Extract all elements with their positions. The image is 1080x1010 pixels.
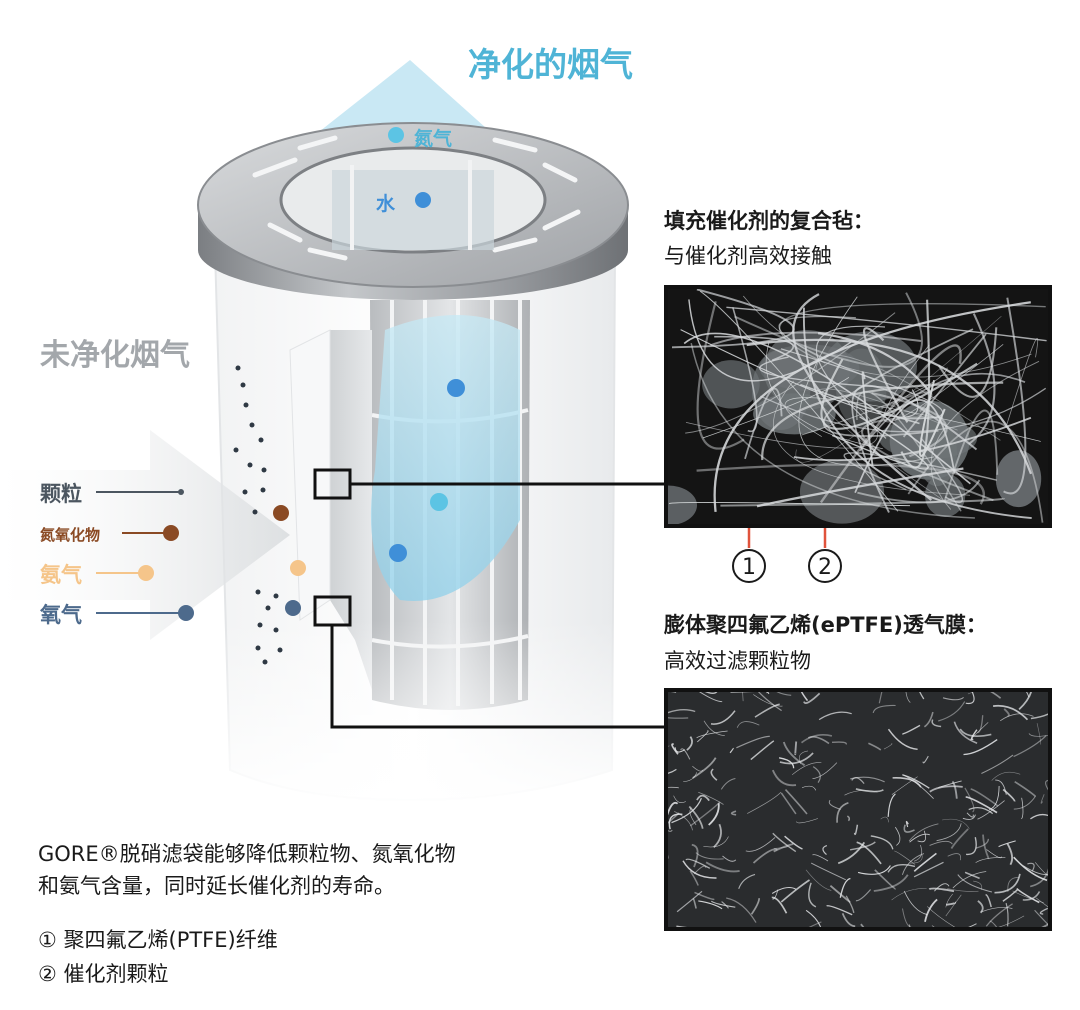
nitrogen-drop bbox=[388, 127, 404, 143]
nox-molecule bbox=[273, 505, 289, 521]
ring-slots bbox=[252, 135, 581, 261]
oxygen-label: 氧气 bbox=[40, 603, 82, 627]
legend-catalyst-particles: ② 催化剂颗粒 bbox=[38, 962, 169, 986]
ring-inner-tube bbox=[332, 170, 494, 250]
particles-label: 颗粒 bbox=[40, 482, 82, 506]
nox-label: 氮氧化物 bbox=[40, 526, 101, 544]
ammonia-molecule bbox=[290, 560, 306, 576]
caption-line-2: 和氨气含量，同时延长催化剂的寿命。 bbox=[38, 874, 395, 898]
clean-gas-title: 净化的烟气 bbox=[468, 45, 633, 84]
felt-layer-edge bbox=[289, 329, 331, 621]
membrane-panel-title: 膨体聚四氟乙烯(ePTFE)透气膜： bbox=[664, 613, 987, 637]
ammonia-leader bbox=[96, 565, 154, 581]
felt-panel-title: 填充催化剂的复合毡： bbox=[664, 209, 874, 233]
inlet-arrow bbox=[0, 430, 290, 640]
membrane-panel-subtitle: 高效过滤颗粒物 bbox=[664, 649, 811, 673]
water-drop-2 bbox=[389, 544, 407, 562]
water-drop bbox=[447, 379, 465, 397]
ring-inner-wires bbox=[350, 160, 472, 250]
connector-membrane bbox=[330, 625, 664, 729]
caption-line-1: GORE®脱硝滤袋能够降低颗粒物、氮氧化物 bbox=[38, 842, 456, 866]
bag-fade bbox=[200, 620, 630, 810]
nox-leader bbox=[122, 525, 179, 541]
particles-leader bbox=[96, 489, 184, 495]
raw-gas-title: 未净化烟气 bbox=[40, 338, 190, 373]
oxygen-molecule bbox=[285, 600, 301, 616]
membrane-micrograph bbox=[664, 688, 1052, 931]
legend-ptfe-fiber: ① 聚四氟乙烯(PTFE)纤维 bbox=[38, 928, 278, 952]
clean-gas-plume bbox=[370, 315, 520, 601]
nitrogen-label: 氮气 bbox=[414, 128, 453, 150]
particle-dots bbox=[233, 365, 283, 665]
nitrogen-drop-2 bbox=[430, 493, 448, 511]
felt-panel-subtitle: 与催化剂高效接触 bbox=[664, 244, 832, 268]
oxygen-leader bbox=[96, 605, 194, 621]
callout-1-number: 1 bbox=[742, 555, 756, 580]
felt-micrograph bbox=[664, 285, 1052, 528]
water-drop-top bbox=[415, 192, 431, 208]
water-label: 水 bbox=[376, 193, 396, 215]
felt-layer-cut bbox=[330, 330, 372, 690]
ammonia-label: 氨气 bbox=[40, 563, 82, 587]
callout-2-number: 2 bbox=[818, 555, 832, 580]
